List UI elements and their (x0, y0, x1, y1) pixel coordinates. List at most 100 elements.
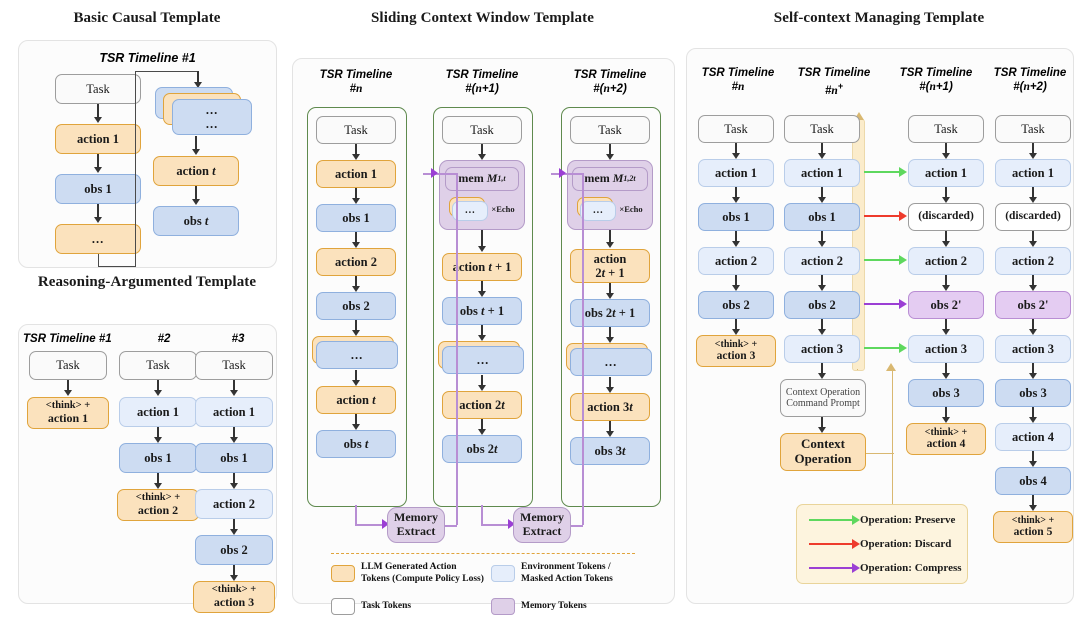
sliding-c2-stack-front: ... (442, 346, 524, 374)
selfctx-c4-discarded: (discarded) (995, 203, 1071, 231)
ctxop-feed-arrowhead (886, 363, 896, 371)
selfctx-c4-obs-2-compressed: obs 2' (995, 291, 1071, 319)
basic-box-obs-t: obs t (153, 206, 239, 236)
selfctx-c2-arrow-4 (821, 275, 823, 286)
sliding-c3-arrow-1 (609, 144, 611, 155)
basic-stack-ellipsis: ... ... (155, 87, 259, 135)
op-arrow-preserve-3 (864, 347, 900, 350)
selfctx-c2-obs-2: obs 2 (784, 291, 860, 319)
mem-extract-2-out-v (582, 173, 584, 525)
mem-extract-1-in-arrow (381, 519, 388, 529)
selfctx-c3-arrow-7 (945, 407, 947, 418)
sliding-c2-arrow-2 (481, 230, 483, 247)
legend-item-memory: Memory Tokens (491, 598, 641, 615)
selfctx-c1-action-2: action 2 (698, 247, 774, 275)
legend-label-task: Task Tokens (361, 600, 412, 611)
selfctx-c3-arrow-4 (945, 275, 947, 286)
mem-extract-1-out-v (456, 173, 458, 525)
arrow-task-action1 (97, 104, 99, 118)
selfctx-header-1: TSR Timeline#n (701, 67, 775, 93)
sliding-c1-stack-front: ... (316, 341, 398, 369)
op-legend-line-discard (809, 542, 853, 546)
selfctx-c1-action-1: action 1 (698, 159, 774, 187)
selfctx-c4-obs-4: obs 4 (995, 467, 1071, 495)
mem-extract-1-l2: Extract (396, 524, 436, 538)
sliding-header-3: TSR Timeline#(n+2) (573, 69, 647, 95)
selfctx-c3-obs-2-compressed: obs 2' (908, 291, 984, 319)
sliding-c1-action-1: action 1 (316, 160, 396, 188)
reasoning-c3-line2: action 3 (213, 595, 255, 610)
selfctx-header-2: TSR Timeline#n+ (797, 67, 871, 97)
selfctx-c1-arrow-1 (735, 143, 737, 154)
selfctx-c4-l1: <think> + (1011, 514, 1055, 526)
selfctx-c4-think-action-5: <think> + action 5 (993, 511, 1073, 543)
selfctx-c4-task: Task (995, 115, 1071, 143)
op-legend-line-preserve (809, 518, 853, 522)
reasoning-header-3: #3 (231, 333, 245, 345)
reasoning-c2-obs-1: obs 1 (119, 443, 197, 473)
sliding-c3-echo-front: ... (580, 201, 617, 221)
reasoning-c3-task: Task (195, 351, 273, 380)
basic-box-action-t: action t (153, 156, 239, 186)
reasoning-c3-arrow-5 (233, 565, 235, 576)
reasoning-c3-action-2: action 2 (195, 489, 273, 519)
selfctx-c4-arrow-5 (1032, 319, 1034, 330)
selfctx-c2-arrow-3 (821, 231, 823, 242)
sliding-c1-arrow-4 (355, 276, 357, 287)
selfctx-c3-task: Task (908, 115, 984, 143)
reasoning-header-1: TSR Timeline #1 (23, 333, 112, 345)
sliding-c2-arrow-1 (481, 144, 483, 155)
reasoning-c1-think-action-1: <think> + action 1 (27, 397, 109, 429)
reasoning-c3-obs-1: obs 1 (195, 443, 273, 473)
reasoning-c3-obs-2: obs 2 (195, 535, 273, 565)
selfctx-c4-arrow-2 (1032, 187, 1034, 198)
stack-layer-front: ... ... (172, 99, 252, 135)
selfctx-c4-arrow-6 (1032, 363, 1034, 374)
legend-swatch-memory (491, 598, 515, 615)
sliding-c3-arrow-3 (609, 283, 611, 294)
mem-extract-2-in-v (481, 505, 483, 525)
selfctx-c1-arrow-4 (735, 275, 737, 286)
op-arrow-discard-1 (864, 215, 900, 218)
sliding-c2-obs-t1: obs t + 1 (442, 297, 522, 325)
selfctx-c1-arrow-2 (735, 187, 737, 198)
op-legend-label-discard: Operation: Discard (860, 538, 952, 550)
selfctx-prompt-l1: Context Operation (785, 386, 861, 398)
selfctx-c4-arrow-3 (1032, 231, 1034, 242)
selfctx-c4-action-1: action 1 (995, 159, 1071, 187)
selfctx-c2-arrow-7 (821, 417, 823, 428)
selfctx-c3-think-action-4: <think> + action 4 (906, 423, 986, 455)
reasoning-c2-line2: action 2 (137, 503, 179, 518)
selfctx-c4-arrow-9 (1032, 495, 1034, 506)
sliding-c3-action-2t1-l1: action (593, 251, 627, 266)
op-legend-label-preserve: Operation: Preserve (860, 514, 956, 526)
reasoning-c3-arrow-4 (233, 519, 235, 530)
ctxop-feed-h (866, 453, 894, 455)
selfctx-c2-action-2: action 2 (784, 247, 860, 275)
sliding-memory-extract-2: Memory Extract (513, 507, 571, 543)
selfctx-c3-arrow-6 (945, 363, 947, 374)
sliding-green-container-3 (561, 107, 661, 507)
selfctx-c1-think-action-3: <think> + action 3 (696, 335, 776, 367)
panel-title-basic-causal: Basic Causal Template (73, 10, 221, 26)
selfctx-c4-arrow-1 (1032, 143, 1034, 154)
sliding-c1-arrow-2 (355, 188, 357, 199)
selfctx-c4-action-4: action 4 (995, 423, 1071, 451)
selfctx-c3-l2: action 4 (926, 438, 966, 451)
sliding-header-2: TSR Timeline#(n+1) (445, 69, 519, 95)
connector-vertical-down (98, 254, 100, 267)
mem-extract-1-l1: Memory (394, 510, 438, 525)
reasoning-c2-think-action-2: <think> + action 2 (117, 489, 199, 521)
ctxop-feed-v (892, 371, 894, 453)
selfctx-c4-arrow-7 (1032, 407, 1034, 418)
sliding-c3-echo-stack: ... (577, 197, 619, 223)
selfctx-c1-arrow-5 (735, 319, 737, 330)
legend-label-environment: Environment Tokens /Masked Action Tokens (521, 562, 613, 584)
reasoning-c1-line2: action 1 (47, 411, 89, 426)
sliding-c2-arrow-5 (481, 375, 483, 386)
basic-box-ellipsis: ... (55, 224, 141, 254)
